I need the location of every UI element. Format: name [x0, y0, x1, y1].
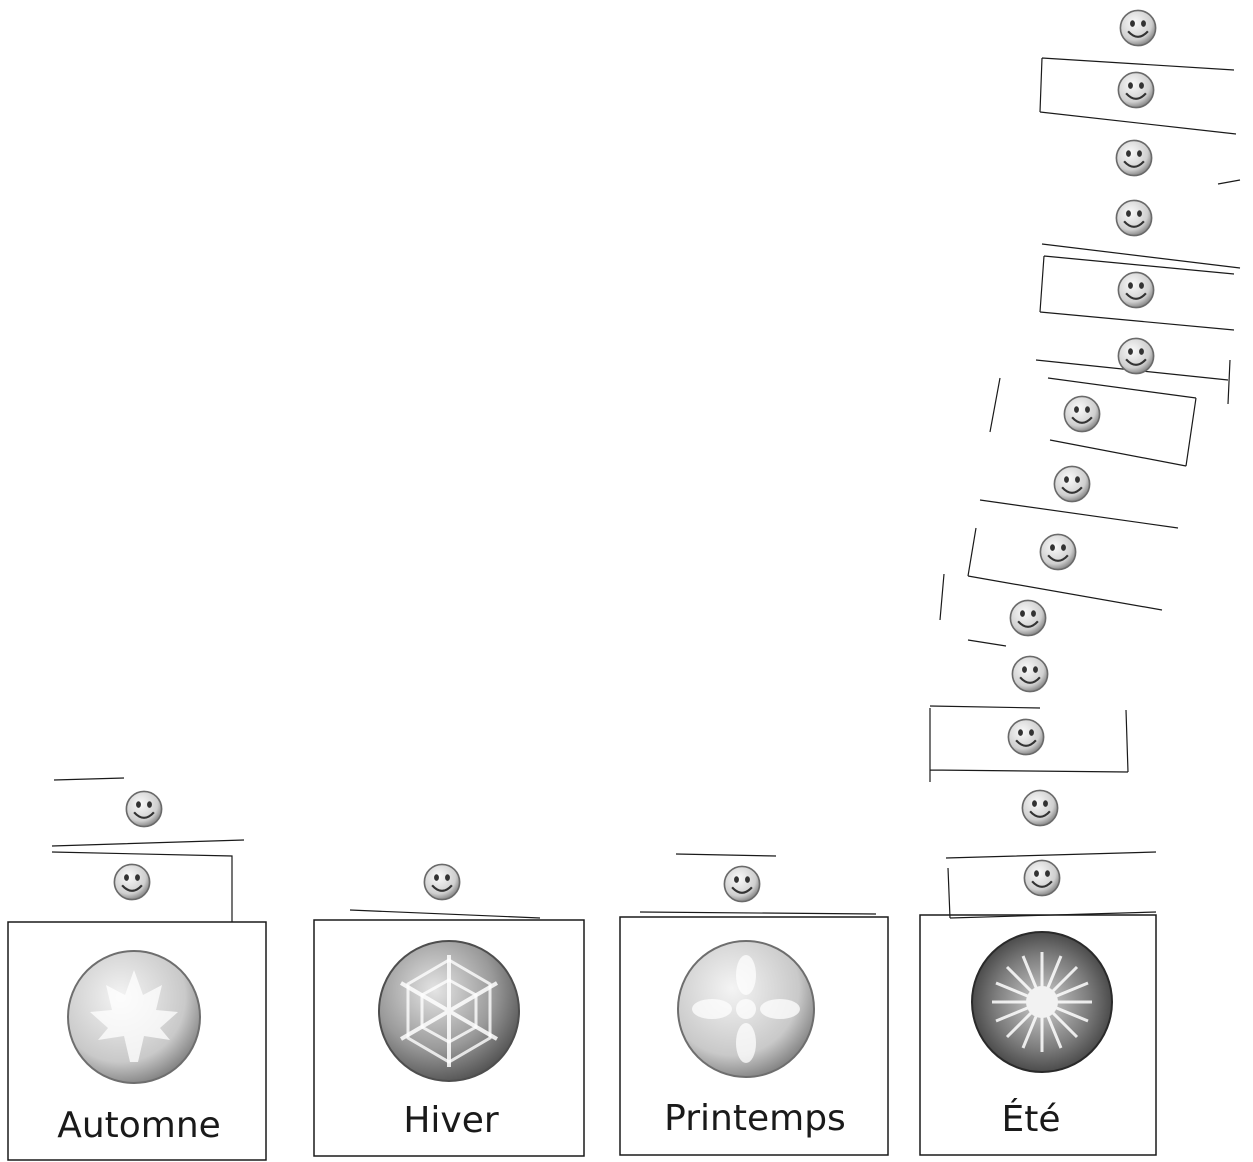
smiley-token	[1035, 337, 1231, 405]
smiley-token	[1039, 255, 1235, 331]
snowflake-icon	[378, 940, 520, 1082]
season-column-ete: Été	[919, 9, 1241, 1156]
smiley-token	[51, 777, 245, 847]
smiley-stack-ete	[929, 9, 1241, 919]
smiley-token	[1115, 139, 1241, 185]
smiley-token	[1119, 9, 1157, 47]
smiley-stack-automne	[51, 777, 245, 922]
smiley-stack-hiver	[349, 863, 541, 919]
season-column-printemps: Printemps	[619, 853, 889, 1156]
smiley-token	[989, 377, 1197, 467]
season-label-ete: Été	[1001, 1098, 1060, 1140]
smiley-token	[1039, 57, 1237, 135]
smiley-token	[939, 527, 1163, 621]
smiley-stack-printemps	[639, 853, 877, 915]
sun-icon	[971, 931, 1113, 1073]
smiley-token	[945, 851, 1157, 919]
smiley-token	[51, 851, 233, 922]
season-label-hiver: Hiver	[403, 1100, 499, 1141]
season-column-automne: Automne	[7, 777, 267, 1161]
smiley-token	[349, 863, 541, 919]
flower-icon	[677, 940, 815, 1078]
smiley-token	[1041, 199, 1241, 269]
smiley-token	[979, 465, 1179, 529]
smiley-token	[639, 853, 877, 915]
season-column-hiver: Hiver	[313, 863, 585, 1157]
season-label-automne: Automne	[57, 1105, 221, 1146]
season-label-printemps: Printemps	[664, 1098, 846, 1139]
maple-leaf-icon	[67, 950, 201, 1084]
smiley-token	[1021, 789, 1059, 827]
smiley-token	[929, 705, 1129, 782]
smiley-token	[967, 599, 1047, 647]
smiley-token	[1011, 655, 1049, 693]
